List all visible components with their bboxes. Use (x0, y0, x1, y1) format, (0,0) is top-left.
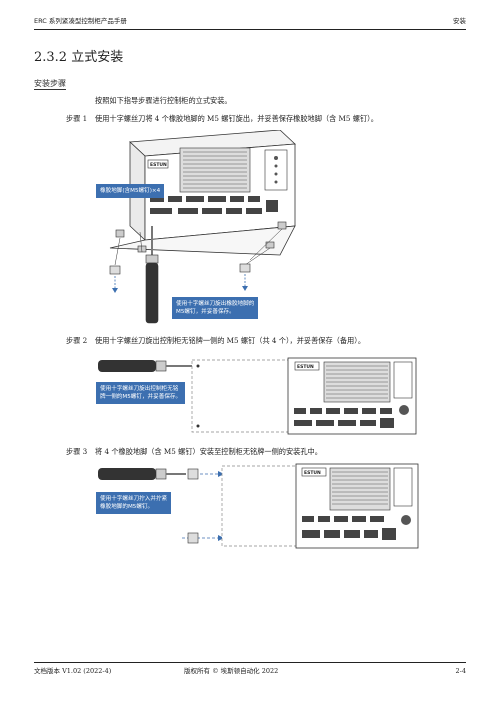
step-3-figure: ESTUN (98, 463, 419, 549)
page-header: ERC 系列紧凑型控制柜产品手册 安装 (34, 15, 466, 30)
step-2-label: 步骤 2 (66, 336, 88, 345)
step-1-figure: ESTUN (109, 130, 296, 324)
page-footer: 文档版本 V1.02 (2022-4) 版权所有 © 埃斯顿自动化 2022 2… (34, 662, 466, 677)
section-title: 2.3.2 立式安装 (34, 50, 124, 65)
subsection-heading: 安装步骤 (34, 79, 66, 90)
step-3-label: 步骤 3 (66, 447, 88, 456)
footer-copyright: 版权所有 © 埃斯顿自动化 2022 (184, 667, 279, 675)
svg-text:ESTUN: ESTUN (304, 470, 321, 476)
footer-version: 文档版本 V1.02 (2022-4) (34, 667, 112, 675)
step-1-text: 使用十字螺丝刀将 4 个橡胶地脚的 M5 螺钉旋出，并妥善保存橡胶地脚（含 M5… (95, 114, 378, 123)
intro-text: 按照如下指导步骤进行控制柜的立式安装。 (95, 96, 232, 105)
header-chapter: 安装 (453, 17, 466, 25)
step-2-figure: ESTUN (98, 357, 417, 435)
step-1-callout-feet: 橡胶地脚(含M5螺钉)×4 (96, 184, 165, 198)
header-doc-title: ERC 系列紧凑型控制柜产品手册 (34, 17, 127, 25)
step-3-text: 将 4 个橡胶地脚（含 M5 螺钉）安装至控制柜无铭牌一侧的安装孔中。 (95, 447, 322, 456)
step-2-text: 使用十字螺丝刀旋出控制柜无铭牌一侧的 M5 螺钉（共 4 个），并妥善保存（备用… (95, 336, 366, 345)
footer-page-number: 2-4 (455, 667, 466, 675)
svg-text:ESTUN: ESTUN (297, 364, 314, 370)
step-1-callout-remove: 使用十字螺丝刀旋出橡胶地脚的 M5螺钉，并妥善保存。 (172, 297, 259, 319)
step-1-label: 步骤 1 (66, 114, 88, 123)
step-3-callout: 使用十字螺丝刀拧入并拧紧 橡胶地脚的M5螺钉。 (96, 492, 172, 514)
brand-logo: ESTUN (150, 162, 167, 168)
step-2-callout: 使用十字螺丝刀旋出控制柜无铭 牌一侧的M5螺钉，并妥善保存。 (96, 382, 186, 404)
